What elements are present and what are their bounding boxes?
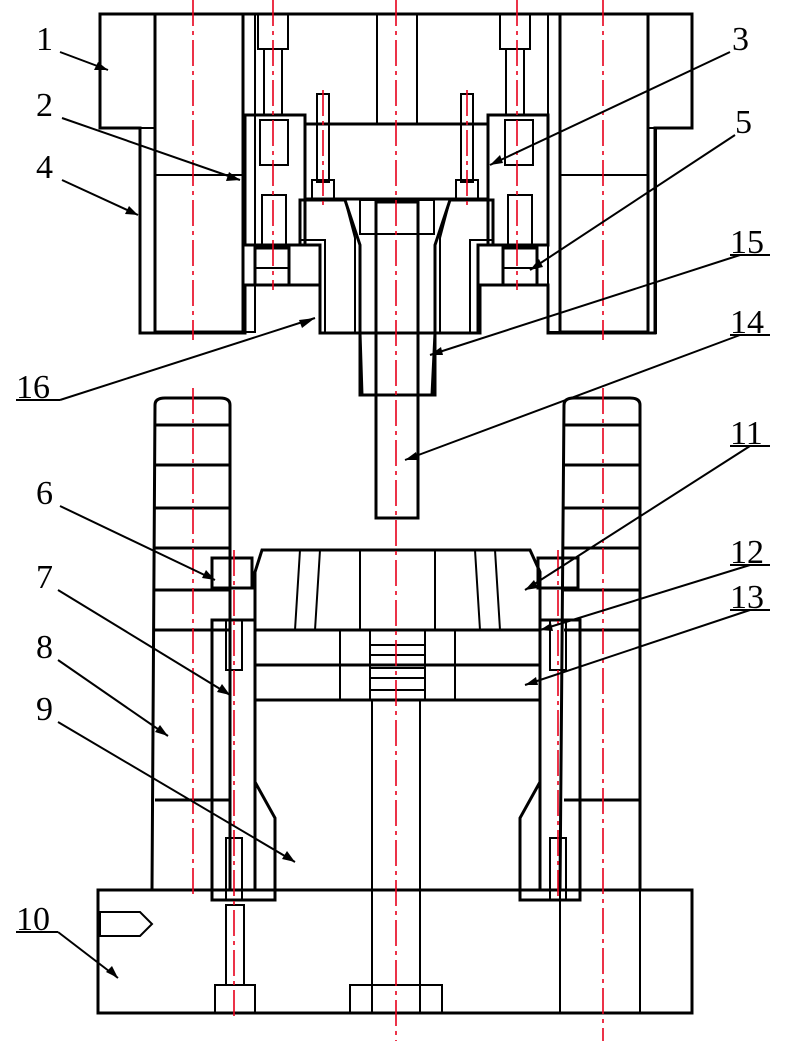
upper-die	[98, 12, 694, 520]
punch	[374, 200, 420, 520]
guide-post-left	[150, 396, 232, 892]
die-insert-12	[253, 628, 542, 667]
label-16: 16	[16, 369, 50, 406]
centerlines	[192, 0, 604, 1041]
label-11: 11	[730, 415, 763, 452]
label-5: 5	[735, 104, 752, 141]
punch-fixing-plate-right	[486, 113, 550, 247]
die-ring-left	[210, 618, 277, 902]
guide-bushing-right	[558, 12, 650, 334]
screw-head-left	[253, 246, 291, 287]
die-insert-13	[253, 663, 542, 702]
label-1: 1	[36, 21, 53, 58]
label-10: 10	[16, 901, 50, 938]
label-15: 15	[730, 224, 764, 261]
label-14: 14	[730, 304, 764, 341]
label-7: 7	[36, 559, 53, 596]
punch-holder	[298, 198, 495, 397]
label-13: 13	[730, 579, 764, 616]
die-support	[253, 698, 542, 892]
guide-post-right	[558, 396, 642, 892]
label-12: 12	[730, 534, 764, 571]
label-8: 8	[36, 629, 53, 666]
screw-head-right	[501, 246, 539, 287]
leader-arrows	[94, 62, 553, 978]
screw-head-lower-left	[210, 556, 254, 590]
label-9: 9	[36, 691, 53, 728]
label-3: 3	[732, 21, 749, 58]
label-2: 2	[36, 87, 53, 124]
label-6: 6	[36, 475, 53, 512]
lower-die	[96, 396, 694, 1015]
leader-lines	[16, 51, 770, 979]
label-4: 4	[36, 149, 53, 186]
part-numbers: 1 2 3 4 5 6 7 8 9 10 11 12 13 14 15 16	[16, 21, 764, 938]
